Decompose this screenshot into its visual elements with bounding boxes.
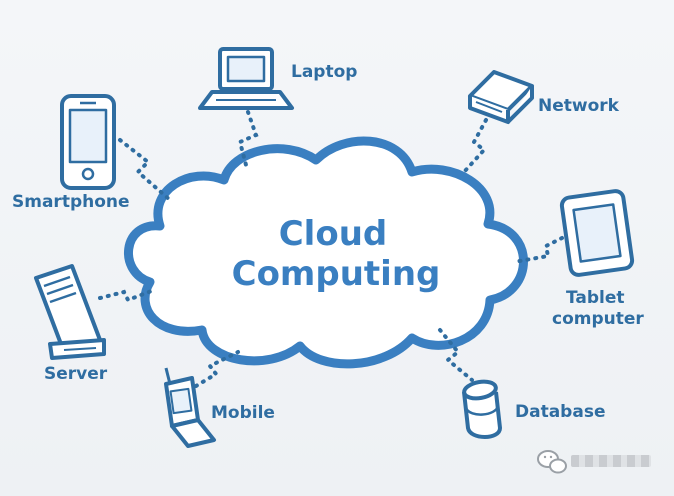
label-smartphone: Smartphone	[12, 192, 130, 212]
label-network: Network	[538, 96, 619, 116]
label-mobile: Mobile	[211, 403, 275, 423]
database-icon	[462, 379, 502, 439]
connector-laptop	[237, 110, 259, 167]
connector-mobile	[194, 350, 240, 388]
label-server: Server	[44, 364, 108, 384]
cloud-title-line2: Computing	[231, 254, 441, 294]
label-database: Database	[515, 402, 606, 422]
server-icon	[34, 264, 106, 360]
smartphone-icon	[60, 94, 116, 190]
network-device-icon	[468, 70, 534, 124]
watermark-blurred-text	[571, 455, 651, 467]
laptop-icon	[198, 47, 294, 110]
watermark	[533, 448, 653, 474]
connector-network	[462, 118, 488, 174]
connector-tablet	[512, 236, 564, 264]
connector-database	[438, 328, 474, 382]
label-tablet-line2: computer	[552, 309, 644, 329]
wechat-icon	[537, 450, 567, 474]
label-laptop: Laptop	[291, 62, 358, 82]
tablet-icon	[559, 189, 635, 277]
connector-smartphone	[118, 138, 172, 202]
connectors	[98, 110, 564, 388]
connector-server	[98, 288, 156, 303]
label-tablet-line1: Tablet	[566, 288, 625, 308]
cloud-title-line1: Cloud	[278, 214, 388, 254]
flip-phone-icon	[164, 367, 216, 448]
cloud-shape	[124, 136, 528, 369]
